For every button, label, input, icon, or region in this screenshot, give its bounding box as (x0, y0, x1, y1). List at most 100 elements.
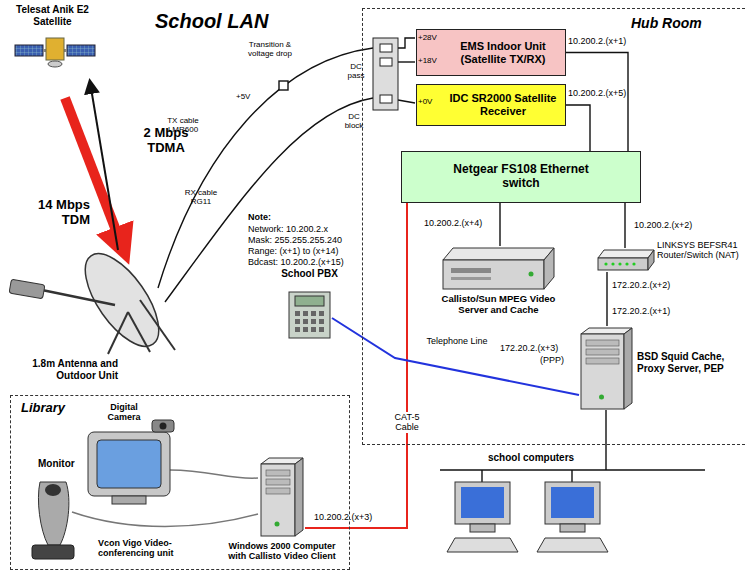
device-icon (303, 311, 308, 316)
library-devices (72, 512, 258, 527)
device-icon (451, 277, 491, 280)
device-icon (648, 250, 654, 270)
connector (624, 203, 625, 248)
ip-address: 172.20.2.(x+3) (500, 343, 558, 353)
room-heading: Hub Room (631, 15, 702, 31)
voltage-label: +0V (418, 97, 432, 106)
cables (158, 38, 415, 302)
satellite (15, 38, 95, 67)
library-devices (152, 420, 174, 432)
library-devices (32, 545, 74, 559)
device-icon: School PBX (287, 290, 332, 340)
device-icon (319, 319, 324, 324)
connector (566, 53, 628, 152)
device-icon (311, 319, 316, 324)
satellite (15, 45, 43, 56)
school-computers (545, 482, 600, 524)
library-devices (45, 484, 61, 496)
ip-address: 10.200.2.(x+2) (634, 220, 692, 230)
process-box: Netgear FS108 Ethernet switch (401, 151, 641, 203)
device-icon (319, 311, 324, 316)
device-icon (443, 248, 554, 260)
device-icon (266, 488, 290, 494)
ip-address: 172.20.2.(x+2) (612, 280, 670, 290)
ip-address: 10.200.2.(x+3) (314, 512, 372, 522)
device-icon (443, 260, 544, 289)
device-icon (618, 262, 621, 265)
device-icon (295, 311, 300, 316)
note-line: Network: 10.200.2.x (248, 224, 328, 234)
device-icon: Callisto/Sun MPEG Video Server and Cache (441, 246, 556, 291)
school-bus (481, 470, 482, 482)
note-line: Mask: 255.255.255.240 (248, 235, 342, 245)
cables (279, 81, 288, 90)
device-icon (586, 340, 619, 346)
edge-label: Telephone Line (412, 336, 502, 346)
voltage-label: +5V (236, 92, 250, 101)
library-devices (170, 470, 258, 478)
cable-label: RX cable RG11 (178, 188, 224, 206)
device-icon (611, 262, 614, 265)
voltage-label: +18V (418, 56, 437, 65)
device-icon: Windows 2000 Computer with Callisto Vide… (259, 456, 305, 538)
device-icon (598, 258, 648, 270)
splitter (380, 44, 392, 52)
device-icon (586, 358, 619, 364)
antenna-label: 1.8m Antenna and Outdoor Unit (0, 358, 118, 381)
library-devices (97, 440, 161, 488)
device-icon (625, 262, 628, 265)
ip-address: 10.200.2.(x+4) (424, 218, 482, 228)
note-line: Bdcast: 10.200.2.(x+15) (248, 257, 344, 267)
box-label: Netgear FS108 Ethernet switch (450, 163, 592, 191)
school-computers (560, 524, 585, 532)
cables (398, 38, 415, 48)
device-icon (581, 328, 632, 334)
signal-arrows (90, 82, 118, 250)
device-icon (598, 250, 654, 258)
connector (332, 318, 579, 395)
device-icon (289, 292, 330, 338)
room-heading: Library (21, 401, 65, 416)
school-computers (461, 487, 504, 518)
cables (398, 61, 415, 62)
library-devices (38, 482, 68, 545)
device-icon (581, 334, 624, 409)
device-name: Vcon Vigo Video-conferencing unit (98, 538, 218, 559)
device-name: Digital Camera (100, 402, 148, 423)
splitter (373, 38, 398, 110)
antenna (128, 312, 150, 352)
school-bus (571, 470, 572, 482)
school-computers (537, 538, 608, 552)
link-type: (PPP) (540, 355, 564, 365)
device-icon (319, 327, 324, 332)
transition-note: Transition & voltage drop (235, 40, 305, 58)
connector (566, 105, 590, 151)
school-bus (605, 410, 606, 470)
diagram-title: School LAN (155, 10, 268, 33)
ip-address: 10.200.2.(x+1) (568, 36, 626, 46)
device-icon (275, 522, 280, 527)
device-label: Callisto/Sun MPEG Video Server and Cache (436, 294, 561, 316)
device-icon (311, 311, 316, 316)
device-label: Windows 2000 Computer with Callisto Vide… (221, 541, 343, 562)
school-computers (551, 487, 594, 518)
device-icon (303, 327, 308, 332)
process-box: IDC SR2000 Satellite Receiver (416, 84, 566, 126)
voltage-label: +28V (418, 33, 437, 42)
ip-address: 10.200.2.(x+5) (568, 88, 626, 98)
antenna (42, 290, 115, 305)
dc-note: DC block (338, 112, 370, 130)
satellite-label: Telesat Anik E2 Satellite (5, 4, 100, 27)
school-computers (447, 538, 518, 552)
device-icon (295, 327, 300, 332)
device-icon (266, 470, 290, 476)
satellite (48, 61, 62, 67)
cables (398, 100, 415, 103)
device-icon (311, 327, 316, 332)
device-icon (604, 262, 607, 265)
satellite (46, 38, 64, 60)
room-region: LibraryWindows 2000 Computer with Callis… (10, 395, 350, 570)
splitter (380, 58, 392, 66)
antenna (140, 300, 175, 350)
